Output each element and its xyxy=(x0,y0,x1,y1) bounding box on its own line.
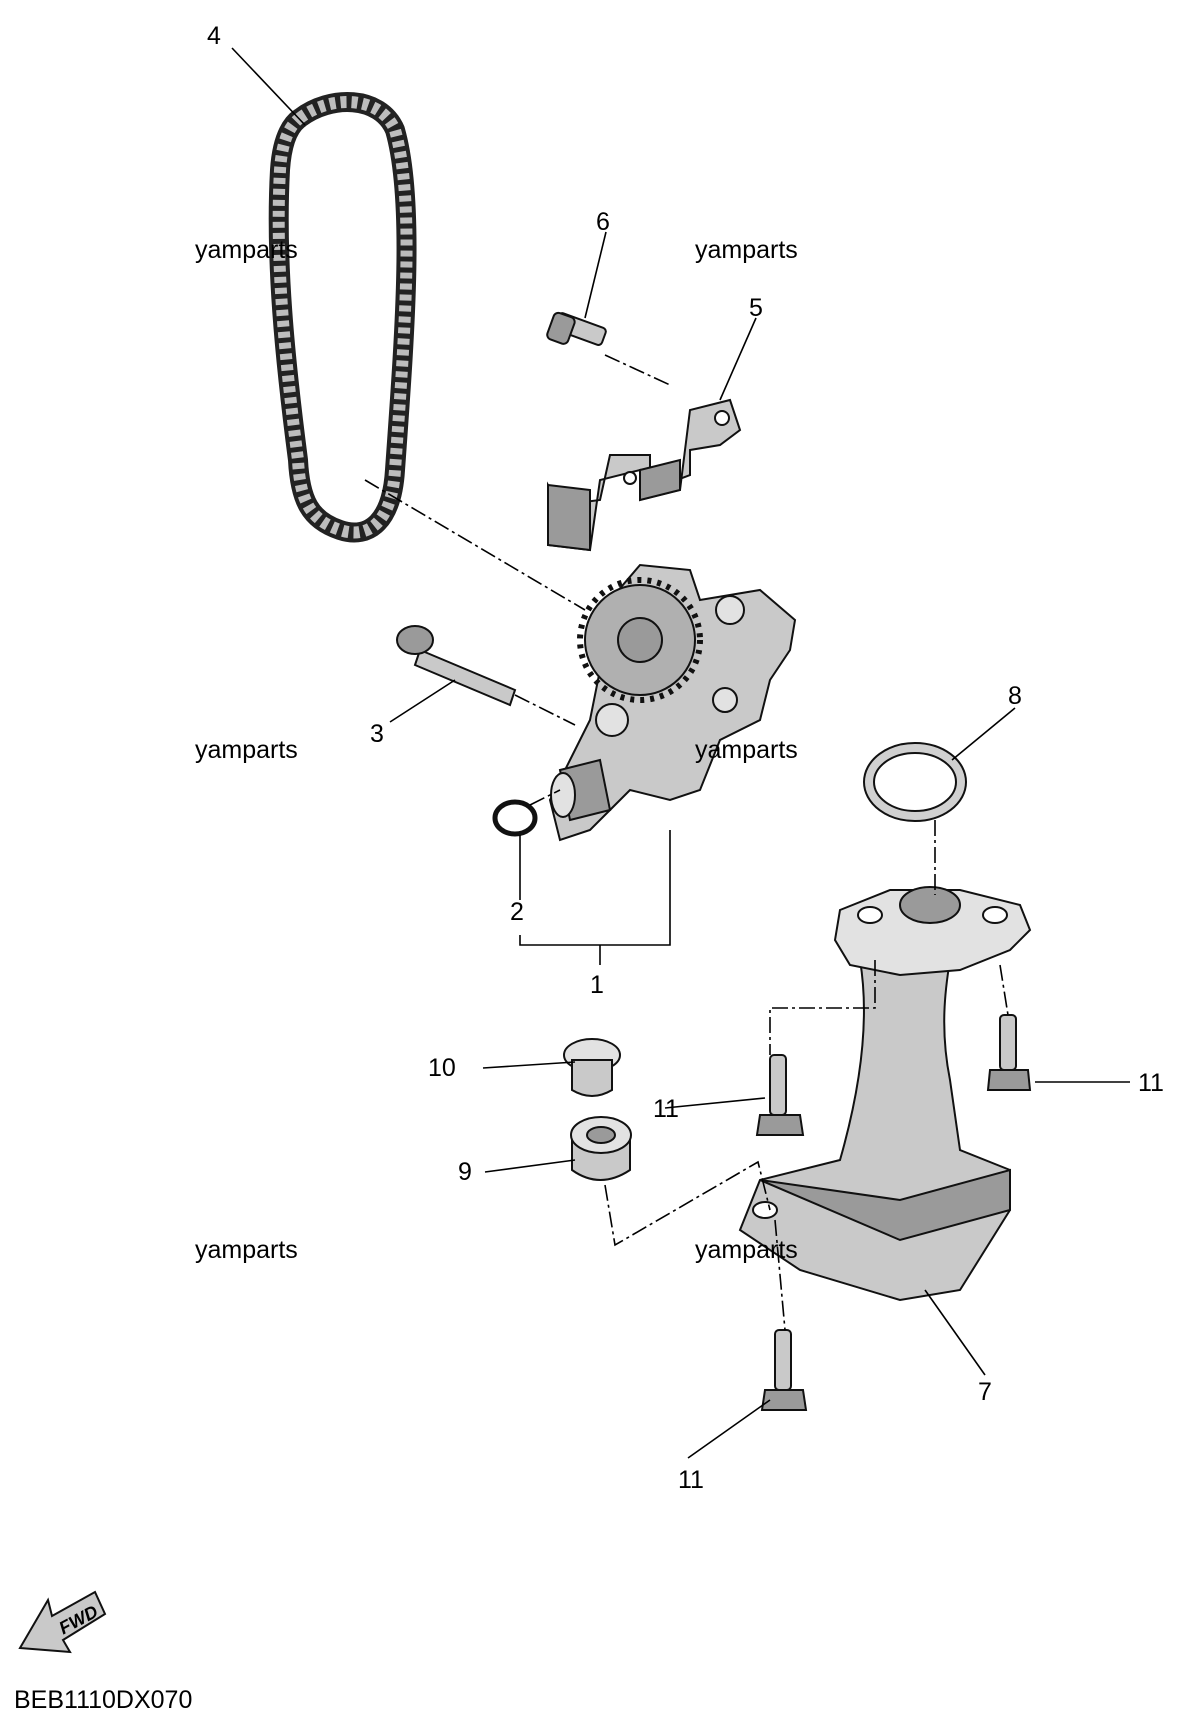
part-8-gasket[interactable] xyxy=(863,742,967,822)
watermarks: yamparts yamparts yamparts yamparts yamp… xyxy=(195,236,798,1264)
part-7-oil-strainer[interactable] xyxy=(738,886,1032,1302)
callout-10[interactable]: 10 xyxy=(428,1054,456,1082)
callout-6[interactable]: 6 xyxy=(596,208,610,236)
callout-7[interactable]: 7 xyxy=(978,1378,992,1406)
watermark-4: yamparts xyxy=(695,736,798,764)
callout-2[interactable]: 2 xyxy=(510,898,524,926)
leader-lines xyxy=(231,47,1130,1459)
part-2-o-ring[interactable] xyxy=(492,799,538,837)
part-4-chain[interactable] xyxy=(268,92,417,543)
part-5-chain-guide[interactable] xyxy=(547,398,742,552)
part-6-bolt[interactable] xyxy=(546,311,607,346)
callout-4[interactable]: 4 xyxy=(207,22,221,50)
part-11-bolt-c[interactable] xyxy=(760,1329,808,1411)
part-11-bolt-b[interactable] xyxy=(986,1014,1032,1091)
callout-9[interactable]: 9 xyxy=(458,1158,472,1186)
diagram-code: BEB1110DX070 xyxy=(14,1686,192,1714)
part-9-dowel[interactable] xyxy=(570,1116,632,1181)
watermark-3: yamparts xyxy=(195,736,298,764)
callout-5[interactable]: 5 xyxy=(749,294,763,322)
part-1-oil-pump[interactable] xyxy=(548,563,797,842)
callout-8[interactable]: 8 xyxy=(1008,682,1022,710)
callouts: 4 6 5 3 8 2 1 10 11 11 9 7 11 xyxy=(207,22,1164,1494)
watermark-1: yamparts xyxy=(195,236,298,264)
callout-11-left[interactable]: 11 xyxy=(653,1095,679,1123)
fwd-arrow-icon: FWD xyxy=(18,1590,107,1654)
watermark-2: yamparts xyxy=(695,236,798,264)
watermark-6: yamparts xyxy=(695,1236,798,1264)
callout-3[interactable]: 3 xyxy=(370,720,384,748)
part-10-collar[interactable] xyxy=(563,1038,621,1097)
part-11-bolt-a[interactable] xyxy=(755,1054,805,1136)
callout-11-bottom[interactable]: 11 xyxy=(678,1466,704,1494)
watermark-5: yamparts xyxy=(195,1236,298,1264)
part-3-bolt[interactable] xyxy=(396,625,517,707)
callout-11-right[interactable]: 11 xyxy=(1138,1069,1164,1097)
callout-1[interactable]: 1 xyxy=(590,971,604,999)
